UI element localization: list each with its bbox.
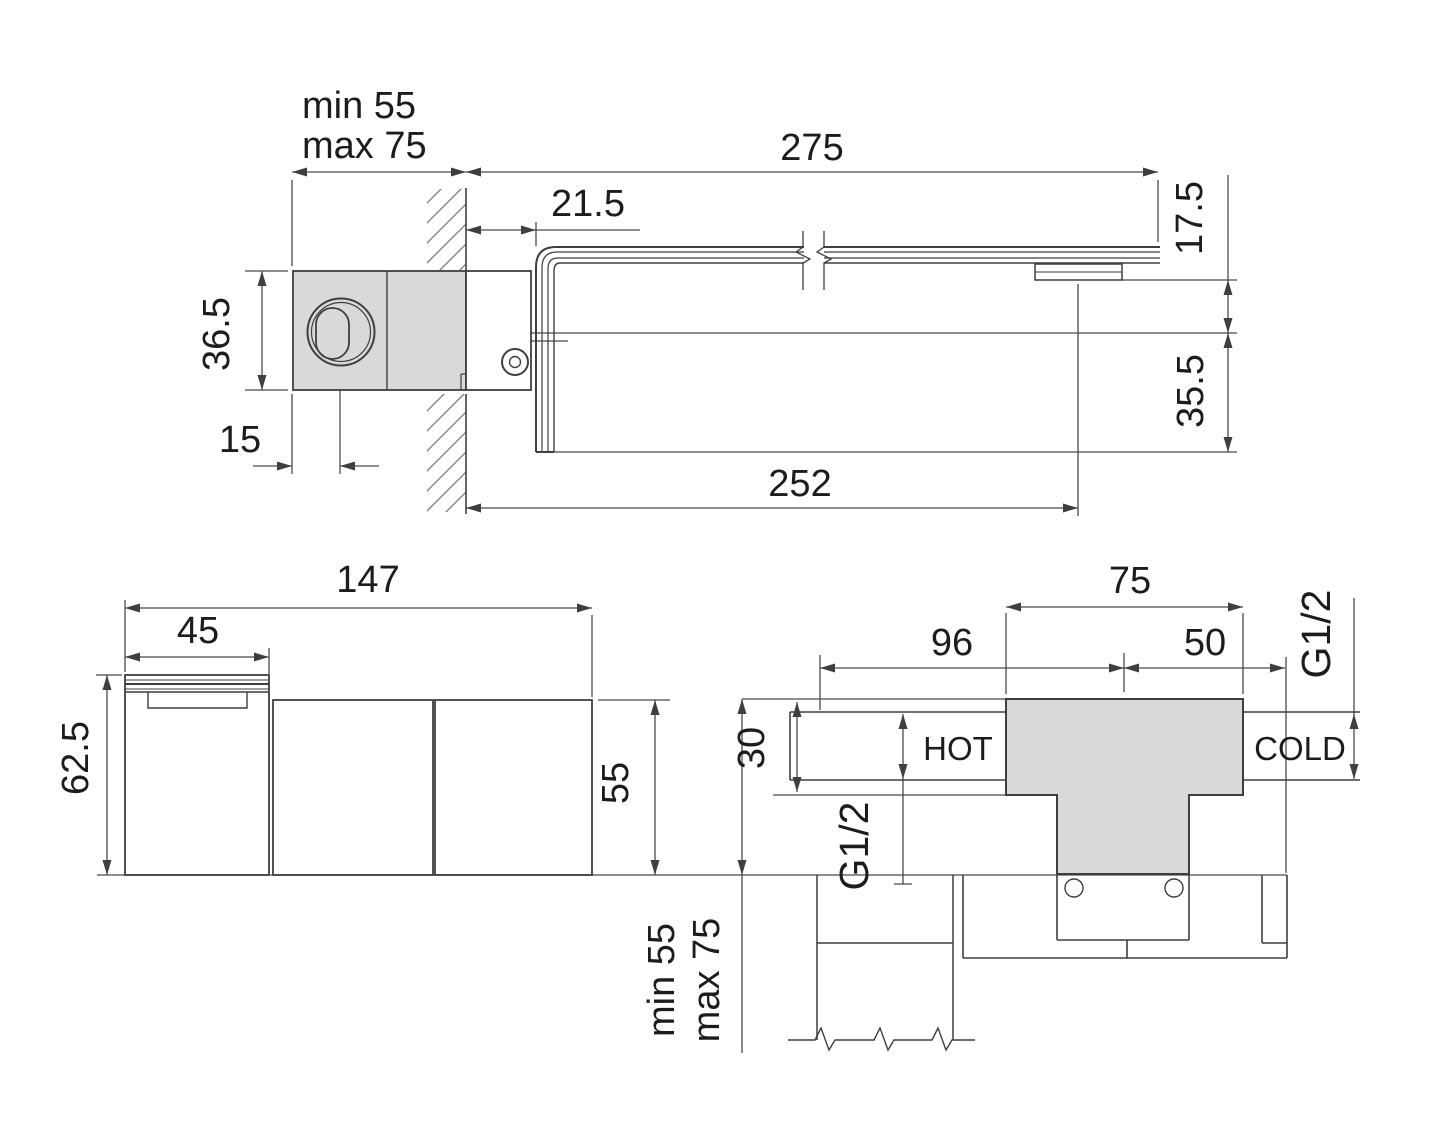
handle-outer-circle: [306, 297, 376, 367]
fixing-screw: [501, 348, 529, 376]
break-line: [788, 1026, 975, 1052]
label-embed-max: max 75: [302, 125, 427, 167]
spout-module: [124, 674, 270, 876]
screw-hole-right: [1164, 878, 1184, 898]
outlet-front: [147, 692, 248, 709]
label-deck-width: 75: [1109, 560, 1151, 602]
label-hot-inlet-offset: 96: [931, 622, 973, 664]
cold-inlet-pipe: [1243, 711, 1360, 781]
label-cold-port: COLD: [1254, 730, 1346, 767]
mounting-plate: [962, 875, 1288, 959]
label-deck-thickness: 30: [731, 727, 773, 769]
label-section-embed-min: min 55: [641, 923, 683, 1037]
section-view: [788, 698, 1360, 1052]
label-hot-thread: G1/2: [831, 802, 877, 891]
front-view: [124, 674, 593, 876]
label-total-width: 147: [336, 559, 399, 601]
spout-channel: [535, 246, 1160, 453]
label-handle-offset: 15: [219, 419, 261, 461]
label-hot-port: HOT: [923, 730, 993, 767]
handle-lever: [315, 307, 350, 360]
label-spout-width: 45: [177, 610, 219, 652]
label-spout-drop: 17.5: [1169, 181, 1211, 255]
label-cold-thread: G1/2: [1293, 590, 1339, 679]
screw-hole-left: [1064, 878, 1084, 898]
spout-outlet: [1034, 263, 1123, 281]
wall-hatch: [427, 189, 466, 512]
dimension-labels: min 55 max 75 275 21.5 17.5 36.5 35.5 15…: [55, 85, 1346, 1042]
label-total-height: 62.5: [55, 721, 97, 795]
label-wall-to-spout: 21.5: [551, 183, 625, 225]
module-3: [434, 699, 593, 876]
valve-body-section: [1005, 698, 1244, 875]
cover-plate: [465, 270, 532, 391]
supply-chase: [788, 875, 975, 1052]
label-body-height: 36.5: [196, 297, 238, 371]
valve-body: [292, 270, 467, 391]
label-section-embed-max: max 75: [686, 918, 728, 1043]
label-spout-reach: 275: [780, 127, 843, 169]
label-center-to-bottom: 35.5: [1170, 354, 1212, 428]
dimension-arrows: [102, 167, 1359, 875]
hot-inlet-pipe: [789, 711, 1006, 781]
label-cold-inlet-offset: 50: [1184, 622, 1226, 664]
label-embed-min: min 55: [302, 85, 416, 127]
label-front-body-height: 55: [595, 762, 637, 804]
break-symbol: [794, 231, 833, 290]
label-outlet-distance: 252: [768, 463, 831, 505]
side-view: [292, 188, 1160, 514]
module-2: [272, 699, 434, 876]
